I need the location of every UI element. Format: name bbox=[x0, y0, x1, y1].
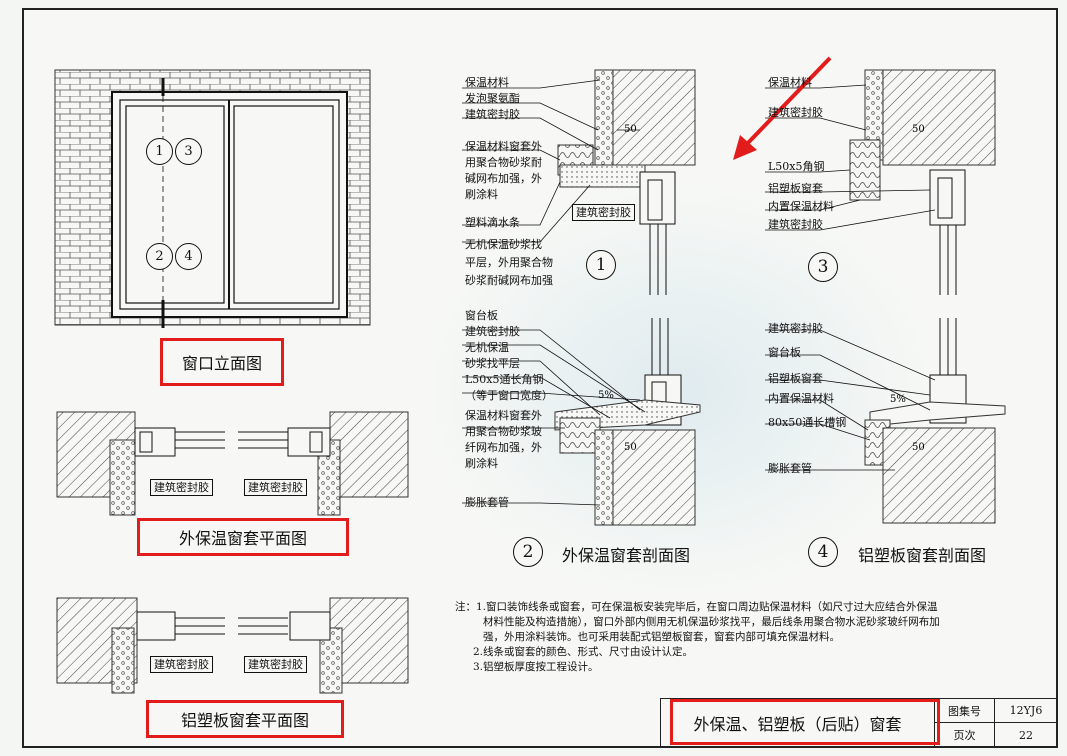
detail1-label: 塑料滴水条 bbox=[465, 216, 520, 229]
detail1-label: 用聚合物砂浆耐 bbox=[465, 156, 542, 169]
slope-4: 5% bbox=[890, 394, 906, 405]
plan-sealant-label: 建筑密封胶 bbox=[244, 479, 307, 496]
detail4-caption: 铝塑板窗套剖面图 bbox=[858, 546, 987, 565]
title-highlight-box bbox=[670, 699, 940, 745]
detail3-label: L50x5角钢 bbox=[768, 160, 825, 173]
detail4-number: 4 bbox=[808, 537, 838, 567]
detail2-label: 无机保温 bbox=[465, 341, 509, 354]
detail4-label: 窗台板 bbox=[768, 346, 801, 359]
detail1-label: 碱网布加强，外 bbox=[465, 172, 542, 185]
detail1-label: 无机保温砂浆找 bbox=[465, 238, 542, 251]
elevation-caption: 窗口立面图 bbox=[160, 338, 284, 386]
detail2-label: 纤网布加强，外 bbox=[465, 441, 542, 454]
dim-2: 50 bbox=[624, 442, 637, 453]
title-block: 外保温、铝塑板（后贴）窗套 图集号 12YJ6 页次 22 bbox=[660, 698, 1057, 747]
detail2-label: 刷涂料 bbox=[465, 457, 498, 470]
detail3-label: 保温材料 bbox=[768, 76, 812, 89]
detail4-label: 膨胀套管 bbox=[768, 462, 812, 475]
detail2-label: （等于窗口宽度） bbox=[465, 389, 553, 402]
detail2-label: 膨胀套管 bbox=[465, 496, 509, 509]
detail2-label: 窗台板 bbox=[465, 309, 498, 322]
plan-sealant-label: 建筑密封胶 bbox=[150, 656, 213, 673]
marker-4: 4 bbox=[175, 243, 202, 270]
detail2-label: 保温材料窗套外 bbox=[465, 409, 542, 422]
detail3-label: 建筑密封胶 bbox=[768, 218, 823, 231]
detail1-label: 砂浆耐碱网布加强 bbox=[465, 274, 553, 287]
title-block-title: 外保温、铝塑板（后贴）窗套 bbox=[661, 699, 935, 746]
note-line: 材料性能及构造措施），窗口外部内侧用无机保温砂浆找平，最后线条用聚合物水泥砂浆玻… bbox=[483, 616, 940, 628]
page-label: 页次 bbox=[935, 723, 995, 747]
plan-sealant-label: 建筑密封胶 bbox=[244, 656, 307, 673]
detail2-caption: 外保温窗套剖面图 bbox=[562, 546, 691, 565]
detail1-number: 1 bbox=[586, 250, 616, 280]
detail4-label: 80x50通长槽钢 bbox=[768, 416, 847, 429]
detail1-label: 平层，外用聚合物 bbox=[465, 256, 553, 269]
note-line: 3.铝塑板厚度按工程设计。 bbox=[473, 661, 599, 673]
detail1-label: 发泡聚氨酯 bbox=[465, 92, 520, 105]
detail2-label: L50x5通长角钢 bbox=[465, 373, 544, 386]
dim-4: 50 bbox=[912, 442, 925, 453]
marker-1: 1 bbox=[146, 138, 173, 165]
detail3-label: 建筑密封胶 bbox=[768, 106, 823, 119]
note-line: 强，外用涂料装饰。也可采用装配式铝塑板窗套，窗套内部可填充保温材料。 bbox=[483, 631, 840, 643]
detail4-label: 建筑密封胶 bbox=[768, 322, 823, 335]
aluminum-plan-caption: 铝塑板窗套平面图 bbox=[146, 700, 344, 738]
marker-2: 2 bbox=[146, 243, 173, 270]
detail4-label: 铝塑板窗套 bbox=[768, 372, 823, 385]
detail4-label: 内置保温材料 bbox=[768, 392, 834, 405]
detail2-number: 2 bbox=[513, 537, 543, 567]
detail2-label: 建筑密封胶 bbox=[465, 325, 520, 338]
arrow-annotation bbox=[743, 56, 832, 148]
slope-2: 5% bbox=[598, 390, 614, 401]
detail3-label: 内置保温材料 bbox=[768, 200, 834, 213]
atlas-value: 12YJ6 bbox=[995, 699, 1057, 723]
page-value: 22 bbox=[1019, 728, 1033, 742]
plan-sealant-label: 建筑密封胶 bbox=[150, 479, 213, 496]
note-line: 注：1.窗口装饰线条或窗套，可在保温板安装完毕后，在窗口周边贴保温材料（如尺寸过… bbox=[455, 601, 938, 613]
detail1-label: 建筑密封胶 bbox=[465, 108, 520, 121]
detail1-label: 刷涂料 bbox=[465, 188, 498, 201]
note-line: 2.线条或窗套的颜色、形式、尺寸由设计认定。 bbox=[473, 646, 694, 658]
detail3-number: 3 bbox=[808, 252, 838, 282]
detail1-label: 保温材料 bbox=[465, 76, 509, 89]
arrow-head-icon bbox=[733, 135, 757, 160]
detail3-label: 铝塑板窗套 bbox=[768, 182, 823, 195]
dim-3: 50 bbox=[912, 124, 925, 135]
atlas-label: 图集号 bbox=[935, 699, 995, 723]
dim-1: 50 bbox=[624, 124, 637, 135]
exterior-plan-caption: 外保温窗套平面图 bbox=[137, 518, 349, 556]
detail2-label: 砂浆找平层 bbox=[465, 357, 520, 370]
detail1-inner-label: 建筑密封胶 bbox=[572, 204, 635, 221]
marker-3: 3 bbox=[175, 138, 202, 165]
notes-block: 注：1.窗口装饰线条或窗套，可在保温板安装完毕后，在窗口周边贴保温材料（如尺寸过… bbox=[455, 600, 1045, 675]
detail1-label: 保温材料窗套外 bbox=[465, 140, 542, 153]
detail2-label: 用聚合物砂浆玻 bbox=[465, 425, 542, 438]
